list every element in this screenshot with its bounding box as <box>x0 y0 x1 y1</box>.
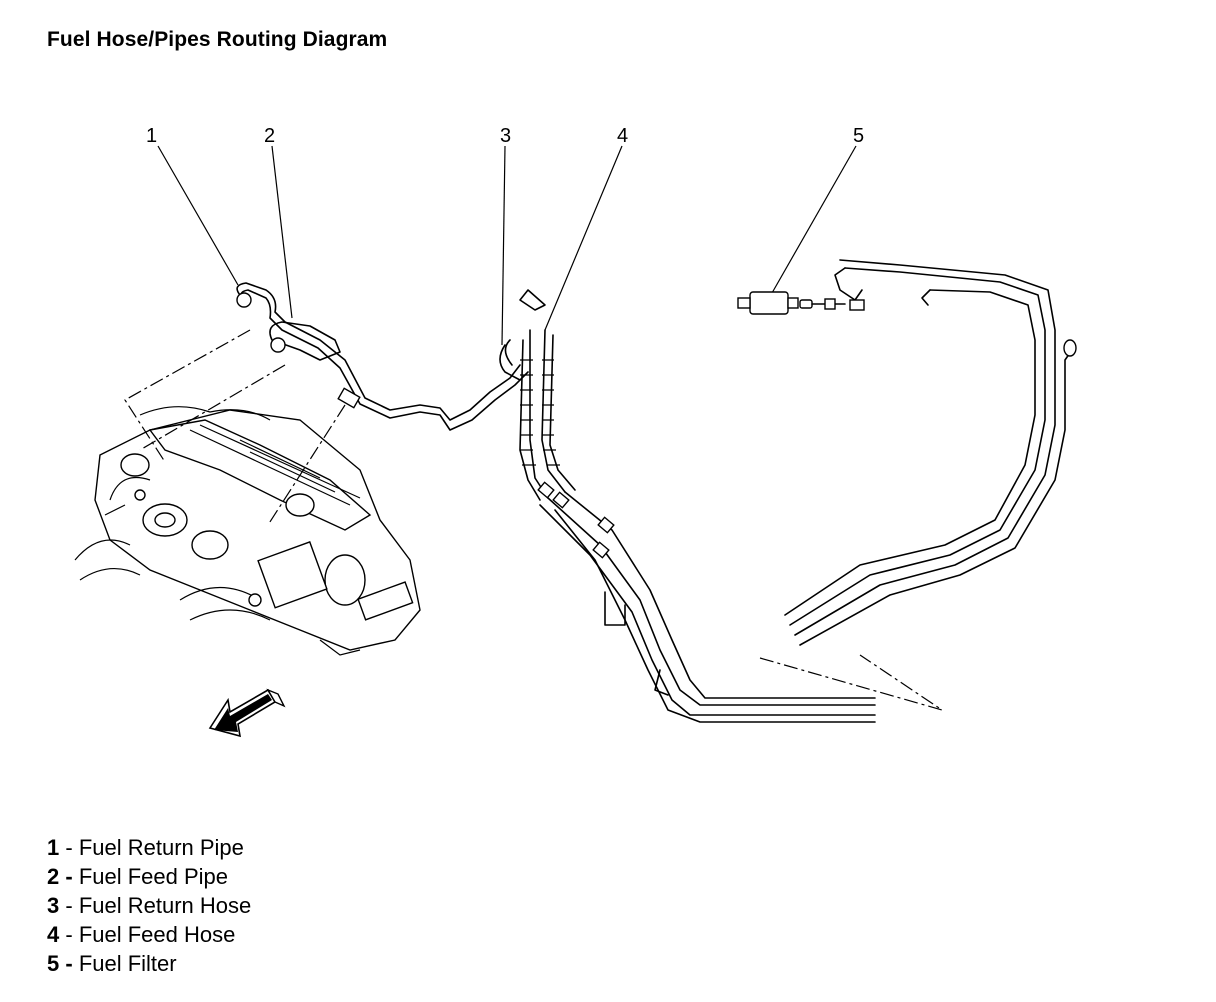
legend-item-5: 5 - Fuel Filter <box>47 949 251 978</box>
legend-label: Fuel Feed Hose <box>78 922 236 947</box>
legend-separator: - <box>59 893 79 918</box>
legend: 1 - Fuel Return Pipe 2 - Fuel Feed Pipe … <box>47 833 251 978</box>
legend-item-4: 4 - Fuel Feed Hose <box>47 920 251 949</box>
callout-4: 4 <box>617 125 628 147</box>
legend-separator: - <box>59 864 79 889</box>
legend-item-1: 1 - Fuel Return Pipe <box>47 833 251 862</box>
legend-label: Fuel Return Pipe <box>78 835 244 860</box>
engine-fuel-pipes <box>236 282 546 431</box>
legend-label: Fuel Return Hose <box>78 893 252 918</box>
fuel-filter <box>737 291 846 315</box>
callout-2: 2 <box>264 125 275 147</box>
legend-label: Fuel Filter <box>78 951 177 976</box>
legend-number: 3 <box>47 893 60 918</box>
callout-1: 1 <box>146 125 157 147</box>
legend-number: 1 <box>47 835 60 860</box>
legend-number: 4 <box>47 922 60 947</box>
rear-pipes <box>784 259 1077 646</box>
callout-3: 3 <box>500 125 511 147</box>
reference-lines <box>124 329 943 711</box>
leader-lines <box>157 145 857 346</box>
legend-separator: - <box>59 951 79 976</box>
front-arrow-icon <box>208 688 286 738</box>
legend-number: 2 <box>47 864 60 889</box>
legend-separator: - <box>59 835 79 860</box>
engine-illustration <box>74 406 421 656</box>
callout-5: 5 <box>853 125 864 147</box>
legend-label: Fuel Feed Pipe <box>78 864 229 889</box>
legend-separator: - <box>59 922 79 947</box>
legend-item-2: 2 - Fuel Feed Pipe <box>47 862 251 891</box>
legend-item-3: 3 - Fuel Return Hose <box>47 891 251 920</box>
underbody-pipes <box>537 481 876 723</box>
legend-number: 5 <box>47 951 60 976</box>
fuel-hoses <box>499 329 576 501</box>
diagram-title: Fuel Hose/Pipes Routing Diagram <box>47 28 388 51</box>
